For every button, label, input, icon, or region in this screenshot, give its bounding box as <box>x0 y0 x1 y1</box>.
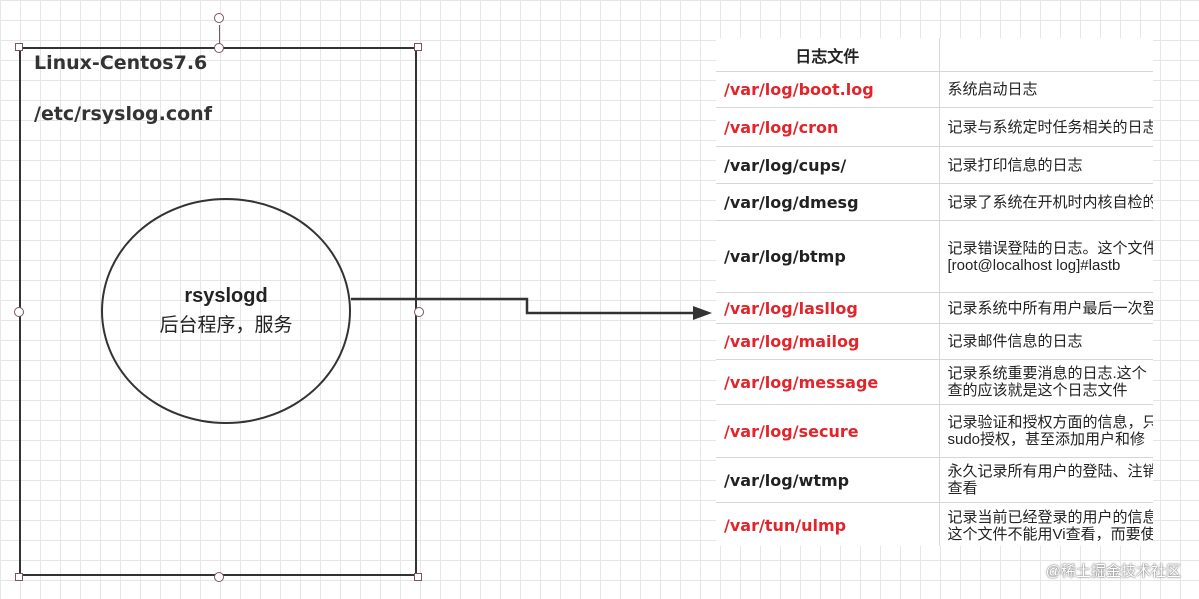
resize-handle-top-left[interactable] <box>15 43 23 51</box>
log-file-description: 记录了系统在开机时内核自检的 <box>939 183 1153 221</box>
resize-handle-bottom-left[interactable] <box>15 573 23 581</box>
log-file-path: /var/log/wtmp <box>716 457 940 503</box>
log-file-path: /var/log/cron <box>716 107 940 147</box>
log-file-description: 记录错误登陆的日志。这个文件 [root@localhost log]#last… <box>939 220 1153 293</box>
daemon-name: rsyslogd <box>184 285 268 307</box>
watermark: @稀土掘金技术社区 <box>1045 563 1181 580</box>
log-file-description: 记录系统重要消息的日志.这个 查的应该就是这个日志文件 <box>939 359 1153 405</box>
log-file-path: /var/log/mailog <box>716 323 940 360</box>
log-file-description: 记录当前已经登录的用户的信息 这个文件不能用Vi查看，而要使 <box>939 502 1153 546</box>
os-label: Linux-Centos7.6 <box>34 52 208 74</box>
log-file-path: /var/log/secure <box>716 404 940 458</box>
log-file-path: /var/log/boot.log <box>716 71 940 108</box>
log-file-path: /var/tun/ulmp <box>716 502 940 546</box>
log-file-description: 记录系统中所有用户最后一次登 <box>939 292 1153 324</box>
log-file-path: /var/log/cups/ <box>716 146 940 184</box>
resize-handle-right[interactable] <box>414 307 424 317</box>
table-row: /var/log/cups/记录打印信息的日志 <box>716 146 1153 184</box>
log-file-path: /var/log/btmp <box>716 220 940 293</box>
table-header-row: 日志文件 <box>716 38 1153 72</box>
daemon-description: 后台程序，服务 <box>159 315 293 336</box>
log-file-path: /var/log/dmesg <box>716 183 940 221</box>
resize-handle-bottom[interactable] <box>214 572 224 582</box>
log-file-description: 记录与系统定时任务相关的日志 <box>939 107 1153 147</box>
resize-handle-top[interactable] <box>214 43 224 53</box>
arrowhead-icon <box>693 306 712 320</box>
log-file-description: 记录邮件信息的日志 <box>939 323 1153 360</box>
rsyslogd-ellipse[interactable]: rsyslogd 后台程序，服务 <box>101 198 351 424</box>
rotation-stem <box>219 25 220 46</box>
header-description <box>939 38 1153 72</box>
log-file-description: 记录打印信息的日志 <box>939 146 1153 184</box>
log-file-description: 系统启动日志 <box>939 71 1153 108</box>
log-file-description: 记录验证和授权方面的信息，只 sudo授权，甚至添加用户和修 <box>939 404 1153 458</box>
connector-line[interactable] <box>351 297 698 315</box>
log-file-path: /var/log/lasllog <box>716 292 940 324</box>
log-file-path: /var/log/message <box>716 359 940 405</box>
log-file-description: 永久记录所有用户的登陆、注销 查看 <box>939 457 1153 503</box>
resize-handle-top-right[interactable] <box>414 43 422 51</box>
header-log-file: 日志文件 <box>716 38 940 72</box>
rotate-handle-icon[interactable] <box>214 13 224 23</box>
config-path-label: /etc/rsyslog.conf <box>34 103 212 125</box>
resize-handle-left[interactable] <box>14 307 24 317</box>
resize-handle-bottom-right[interactable] <box>414 573 422 581</box>
